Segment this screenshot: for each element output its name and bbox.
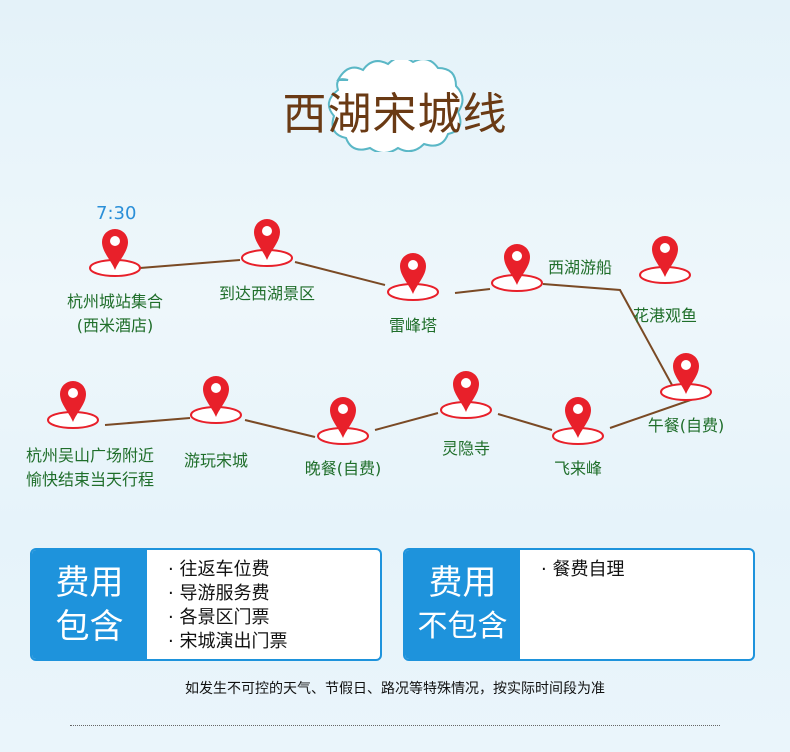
location-pin-icon (387, 253, 439, 301)
route-segment (542, 283, 673, 386)
heading-line: 费用 (55, 562, 124, 603)
stop-label: 杭州吴山广场附近愉快结束当天行程 (26, 444, 154, 492)
stop-label: 晚餐(自费) (305, 457, 382, 481)
stop-label-line: (西米酒店) (76, 316, 154, 335)
route-segment (104, 417, 191, 426)
list-item: 宋城演出门票 (179, 630, 287, 654)
stop-label-line: 灵隐寺 (441, 439, 491, 458)
location-pin-icon (440, 371, 492, 419)
start-time: 7:30 (96, 203, 137, 224)
excluded-list: 餐费自理 (552, 558, 624, 582)
disclaimer-note: 如发生不可控的天气、节假日、路况等特殊情况，按实际时间段为准 (185, 681, 605, 697)
list-item: 餐费自理 (552, 558, 624, 582)
location-pin-icon (639, 236, 691, 284)
stop-label: 到达西湖景区 (219, 282, 315, 306)
stop-label-line: 雷峰塔 (388, 316, 438, 335)
page-title: 西湖宋城线 (282, 89, 508, 140)
heading-line: 不包含 (417, 608, 508, 644)
included-heading: 费用 包含 (32, 550, 147, 659)
location-pin-icon (241, 219, 293, 267)
included-list: 往返车位费 导游服务费 各景区门票 宋城演出门票 (179, 558, 287, 654)
location-pin-icon (47, 381, 99, 429)
stop-label-line: 游玩宋城 (183, 451, 249, 470)
excluded-box: 费用 不包含 餐费自理 (403, 548, 755, 661)
route-segment (294, 261, 386, 286)
stop-label: 游玩宋城 (184, 449, 248, 473)
stop-label-line: 杭州吴山广场附近 (25, 446, 155, 465)
stop-label: 杭州城站集合 (西米酒店) (67, 290, 163, 338)
stop-label-line: 到达西湖景区 (218, 284, 316, 303)
stop-label: 雷峰塔 (389, 314, 437, 338)
route-segment (244, 419, 316, 438)
list-item: 往返车位费 (179, 558, 287, 582)
location-pin-icon (660, 353, 712, 401)
title-cloud-frame (327, 60, 464, 152)
stop-label: 花港观鱼 (633, 304, 697, 328)
stop-label-line: 午餐(自费) (647, 416, 725, 435)
excluded-heading: 费用 不包含 (405, 550, 520, 659)
included-box: 费用 包含 往返车位费 导游服务费 各景区门票 宋城演出门票 (30, 548, 382, 661)
dotted-divider (70, 725, 720, 726)
list-item: 导游服务费 (179, 582, 287, 606)
location-pin-icon (317, 397, 369, 445)
stop-label: 西湖游船 (548, 256, 612, 280)
route-segment (139, 259, 241, 269)
list-item: 各景区门票 (179, 606, 287, 630)
location-pin-icon (491, 244, 543, 292)
location-pin-icon (552, 397, 604, 445)
location-pin-icon (190, 376, 242, 424)
stop-label-line: 愉快结束当天行程 (25, 470, 155, 489)
heading-line: 费用 (428, 562, 497, 603)
route-segment (497, 413, 553, 431)
stop-label: 飞来峰 (554, 457, 602, 481)
route-segment (454, 288, 491, 294)
stop-label-line: 杭州城站集合 (66, 292, 164, 311)
stop-label: 午餐(自费) (648, 414, 725, 438)
stop-label-line: 晚餐(自费) (304, 459, 382, 478)
stop-label: 灵隐寺 (442, 437, 490, 461)
stop-label-line: 花港观鱼 (632, 306, 698, 325)
stop-label-line: 西湖游船 (547, 258, 613, 277)
stop-label-line: 飞来峰 (553, 459, 603, 478)
route-segment (374, 412, 439, 431)
heading-line: 包含 (55, 606, 124, 647)
location-pin-icon (89, 229, 141, 277)
